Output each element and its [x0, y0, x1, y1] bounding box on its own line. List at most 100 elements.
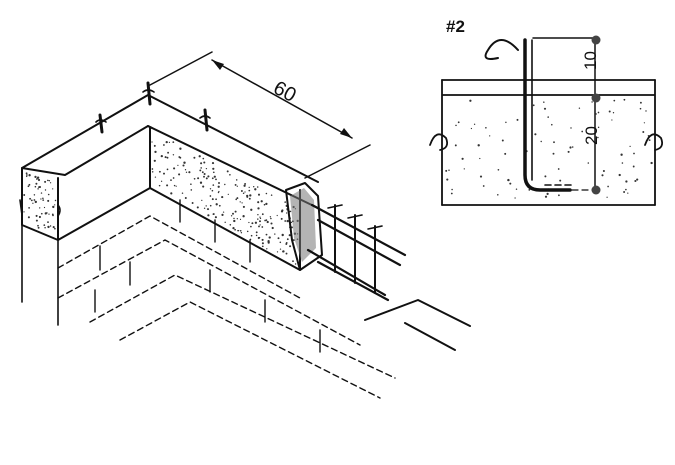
- concrete-speck: [597, 136, 599, 139]
- concrete-speck: [205, 167, 208, 170]
- concrete-speck: [190, 189, 193, 191]
- concrete-speck: [224, 183, 226, 186]
- dim-point-bottom: [591, 185, 601, 195]
- concrete-speck: [33, 194, 36, 196]
- concrete-speck: [451, 188, 453, 191]
- concrete-speck: [35, 219, 38, 222]
- concrete-speck: [239, 229, 242, 232]
- concrete-speck: [266, 220, 269, 224]
- concrete-speck: [250, 208, 253, 211]
- concrete-speck: [569, 146, 572, 149]
- concrete-speck: [248, 221, 250, 224]
- concrete-speck: [281, 209, 284, 212]
- concrete-speck: [151, 171, 154, 173]
- concrete-speck: [611, 119, 613, 121]
- concrete-speck: [294, 263, 297, 265]
- concrete-speck: [179, 147, 182, 150]
- bar-detail-section: #2 10 20: [429, 17, 664, 206]
- concrete-speck: [281, 233, 284, 237]
- concrete-speck: [267, 241, 270, 244]
- concrete-speck: [251, 222, 254, 225]
- concrete-speck: [211, 177, 214, 180]
- concrete-speck: [497, 168, 500, 171]
- concrete-speck: [39, 207, 41, 209]
- concrete-speck: [621, 162, 624, 164]
- concrete-speck: [265, 192, 268, 195]
- concrete-speck: [44, 180, 47, 183]
- concrete-speck: [250, 234, 253, 237]
- concrete-speck: [54, 227, 56, 230]
- concrete-speck: [27, 185, 30, 188]
- concrete-speck: [181, 192, 184, 194]
- concrete-speck: [618, 173, 621, 177]
- concrete-speck: [263, 203, 266, 206]
- concrete-speck: [257, 236, 260, 240]
- concrete-speck: [648, 139, 651, 142]
- bar-label-leader: [484, 39, 519, 60]
- concrete-speck: [285, 252, 288, 255]
- concrete-speck: [235, 179, 238, 181]
- concrete-speck: [162, 144, 165, 146]
- concrete-speck: [199, 169, 202, 172]
- concrete-speck: [164, 156, 167, 159]
- concrete-speck: [266, 248, 268, 250]
- concrete-speck: [52, 226, 55, 229]
- concrete-speck: [183, 161, 186, 164]
- concrete-speck: [153, 159, 156, 162]
- concrete-speck: [35, 214, 38, 217]
- concrete-speck: [248, 186, 250, 189]
- concrete-speck: [528, 189, 531, 191]
- concrete-speck: [46, 212, 48, 214]
- concrete-speck: [43, 224, 46, 226]
- concrete-speck: [509, 182, 512, 185]
- concrete-speck: [280, 217, 283, 220]
- concrete-speck: [261, 238, 264, 241]
- concrete-speck: [235, 198, 238, 201]
- concrete-speck: [285, 212, 288, 214]
- concrete-speck: [250, 225, 252, 228]
- concrete-speck: [507, 178, 510, 182]
- concrete-speck: [276, 251, 279, 253]
- concrete-speck: [544, 175, 547, 178]
- concrete-speck: [620, 153, 623, 156]
- concrete-speck: [489, 135, 491, 137]
- concrete-speck: [163, 172, 165, 175]
- concrete-speck: [34, 175, 37, 179]
- concrete-speck: [446, 178, 449, 181]
- concrete-speck: [30, 199, 33, 202]
- concrete-speck: [274, 233, 276, 235]
- concrete-speck: [482, 185, 485, 187]
- concrete-speck: [48, 213, 50, 215]
- concrete-speck: [221, 196, 224, 199]
- concrete-speck: [242, 192, 245, 194]
- concrete-speck: [227, 193, 229, 196]
- concrete-speck: [178, 173, 181, 176]
- concrete-speck: [200, 162, 203, 165]
- concrete-speck: [567, 150, 570, 153]
- concrete-speck: [284, 201, 287, 203]
- concrete-speck: [445, 169, 448, 172]
- concrete-speck: [185, 171, 188, 173]
- concrete-speck: [259, 217, 262, 220]
- concrete-speck: [540, 140, 542, 143]
- concrete-speck: [233, 219, 236, 223]
- concrete-speck: [172, 177, 175, 179]
- concrete-speck: [551, 123, 553, 126]
- concrete-speck: [546, 192, 549, 196]
- concrete-speck: [191, 202, 194, 204]
- concrete-speck: [170, 179, 172, 181]
- concrete-speck: [265, 202, 268, 206]
- concrete-speck: [40, 212, 43, 215]
- concrete-speck: [230, 215, 233, 217]
- concrete-speck: [215, 198, 217, 201]
- concrete-speck: [479, 175, 483, 178]
- concrete-speck: [477, 144, 480, 147]
- concrete-speck: [154, 176, 157, 178]
- concrete-speck: [463, 168, 465, 170]
- concrete-speck: [292, 260, 294, 263]
- concrete-speck: [201, 199, 203, 202]
- concrete-speck: [277, 237, 280, 240]
- concrete-speck: [455, 124, 457, 127]
- concrete-speck: [259, 220, 261, 223]
- concrete-speck: [636, 178, 639, 181]
